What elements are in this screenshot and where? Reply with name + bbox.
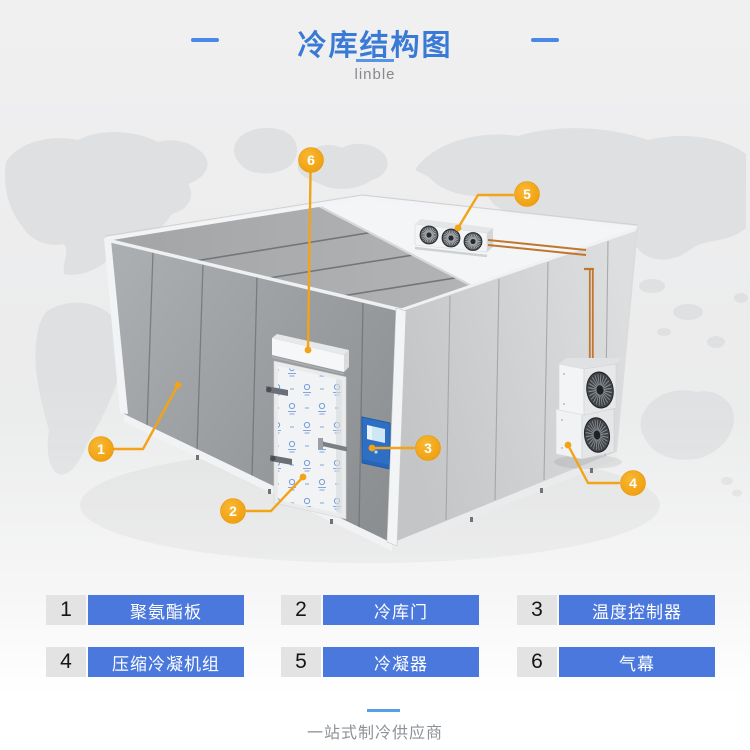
legend-label: 冷库门 <box>323 595 479 625</box>
legend-item-1: 1 聚氨酯板 <box>46 595 244 625</box>
base-feet <box>196 455 593 524</box>
legend-number: 3 <box>517 595 557 625</box>
callout-number: 6 <box>307 152 315 168</box>
unit-screws <box>561 373 565 449</box>
brand-name: linble <box>354 66 396 83</box>
legend-number: 2 <box>281 595 321 625</box>
legend-number: 1 <box>46 595 86 625</box>
door-hinge-bottom <box>270 455 292 465</box>
map-asia <box>415 128 746 260</box>
right-base-trim <box>392 452 618 551</box>
map-greenland <box>234 127 298 174</box>
map-island <box>707 336 725 348</box>
legend-number: 6 <box>517 647 557 677</box>
callout-circle-5: 5 <box>514 181 540 207</box>
callout-circle-4: 4 <box>620 470 646 496</box>
cold-storage-door <box>266 360 347 520</box>
callouts: 1 2 3 4 5 <box>88 147 646 524</box>
map-island <box>639 279 665 293</box>
temperature-controller <box>361 416 391 470</box>
roof-cut-edge <box>318 205 473 287</box>
map-island <box>734 293 748 303</box>
legend-item-4: 4 压缩冷凝机组 <box>46 647 244 677</box>
edge-rims <box>104 194 639 453</box>
cold-room <box>104 194 639 551</box>
map-australia <box>640 390 735 460</box>
callout-number: 3 <box>424 440 432 456</box>
left-wall-seams <box>146 251 364 530</box>
left-base-trim <box>124 414 392 551</box>
footer-accent-line <box>367 709 400 712</box>
legend-item-6: 6 气幕 <box>517 647 715 677</box>
callout-number: 2 <box>229 503 237 519</box>
callout-circle-6: 6 <box>298 147 324 173</box>
legend-label: 温度控制器 <box>559 595 715 625</box>
legend-item-3: 3 温度控制器 <box>517 595 715 625</box>
title-dash-left <box>191 38 219 42</box>
callout-circles: 1 2 3 4 5 <box>88 147 646 524</box>
condenser-fan-icon <box>463 232 483 251</box>
callout-lines <box>111 171 621 513</box>
door-handle <box>318 438 347 452</box>
right-wall-panel <box>392 229 637 543</box>
callout-circle-2: 2 <box>220 498 246 524</box>
callout-number: 1 <box>97 441 105 457</box>
legend-item-2: 2 冷库门 <box>281 595 479 625</box>
page-title: 冷库结构图 <box>297 30 453 62</box>
legend-item-5: 5 冷凝器 <box>281 647 479 677</box>
map-new-zealand <box>732 489 742 497</box>
callout-circle-1: 1 <box>88 436 114 462</box>
air-curtain <box>271 334 349 375</box>
condenser-fan-icon <box>441 228 461 248</box>
title-dash-right <box>531 38 559 42</box>
legend-label: 聚氨酯板 <box>88 595 244 625</box>
door-film-pattern <box>278 366 342 514</box>
legend-number: 5 <box>281 647 321 677</box>
callout-number: 4 <box>629 475 637 491</box>
map-north-america <box>4 131 208 275</box>
callout-circle-3: 3 <box>415 435 441 461</box>
corner-post <box>386 307 407 547</box>
map-island <box>657 328 671 336</box>
world-map <box>4 127 748 497</box>
map-new-zealand <box>721 477 733 485</box>
condenser-fan-icon <box>419 225 439 245</box>
map-island <box>673 304 703 320</box>
legend-label: 冷凝器 <box>323 647 479 677</box>
legend-number: 4 <box>46 647 86 677</box>
legend-label: 气幕 <box>559 647 715 677</box>
copper-pipes <box>487 239 594 361</box>
legend-label: 压缩冷凝机组 <box>88 647 244 677</box>
callout-number: 5 <box>523 186 531 202</box>
footer-tagline: 一站式制冷供应商 <box>306 725 443 742</box>
roof-condenser-unit <box>414 219 493 258</box>
map-south-america <box>35 302 125 475</box>
callout-dots <box>174 224 572 481</box>
condensing-unit <box>554 358 622 469</box>
title-underline <box>356 59 394 62</box>
door-hinge-top <box>266 386 288 396</box>
